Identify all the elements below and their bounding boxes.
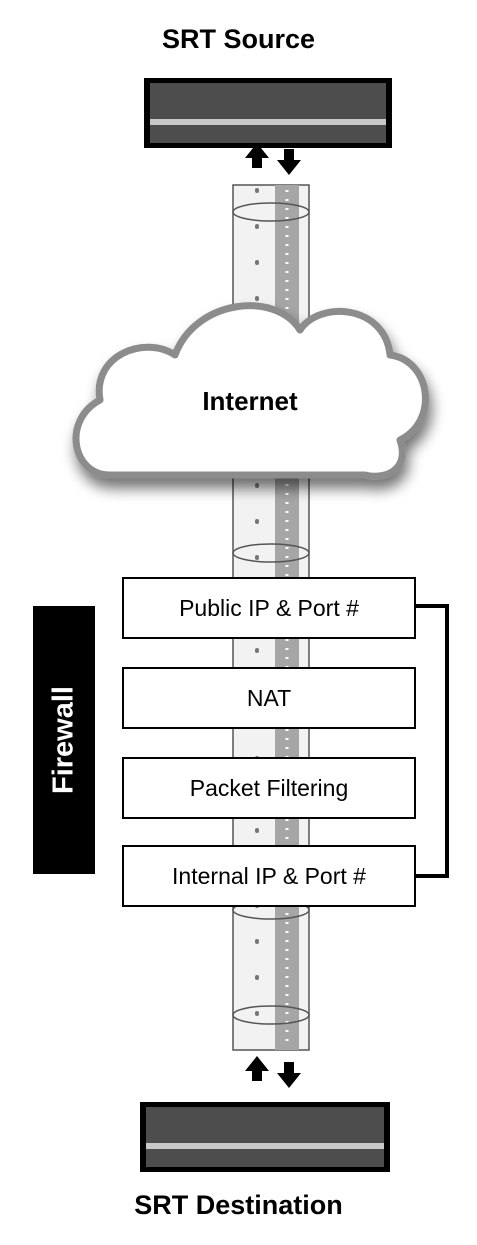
internet-cloud <box>72 302 429 480</box>
packet-filtering-box: Packet Filtering <box>122 757 416 819</box>
destination-device <box>140 1102 390 1172</box>
destination-title: SRT Destination <box>134 1190 343 1220</box>
firewall-label: Firewall <box>47 686 80 794</box>
internet-label: Internet <box>202 386 298 416</box>
firewall-bar <box>33 606 95 874</box>
cable-segment-bottom <box>232 889 310 1051</box>
source-device <box>144 78 392 148</box>
cable-segment-top <box>232 184 310 326</box>
internal-ip-port-box: Internal IP & Port # <box>122 845 416 907</box>
cable-segment-middle <box>232 469 310 581</box>
public-ip-port-box: Public IP & Port # <box>122 577 416 639</box>
firewall-bracket <box>416 604 449 878</box>
arrow-down-icon <box>277 149 301 175</box>
arrow-up-icon <box>245 143 269 168</box>
nat-box: NAT <box>122 667 416 729</box>
arrow-up-icon <box>245 1056 269 1081</box>
arrow-down-icon <box>277 1062 301 1088</box>
source-title: SRT Source <box>161 24 316 54</box>
